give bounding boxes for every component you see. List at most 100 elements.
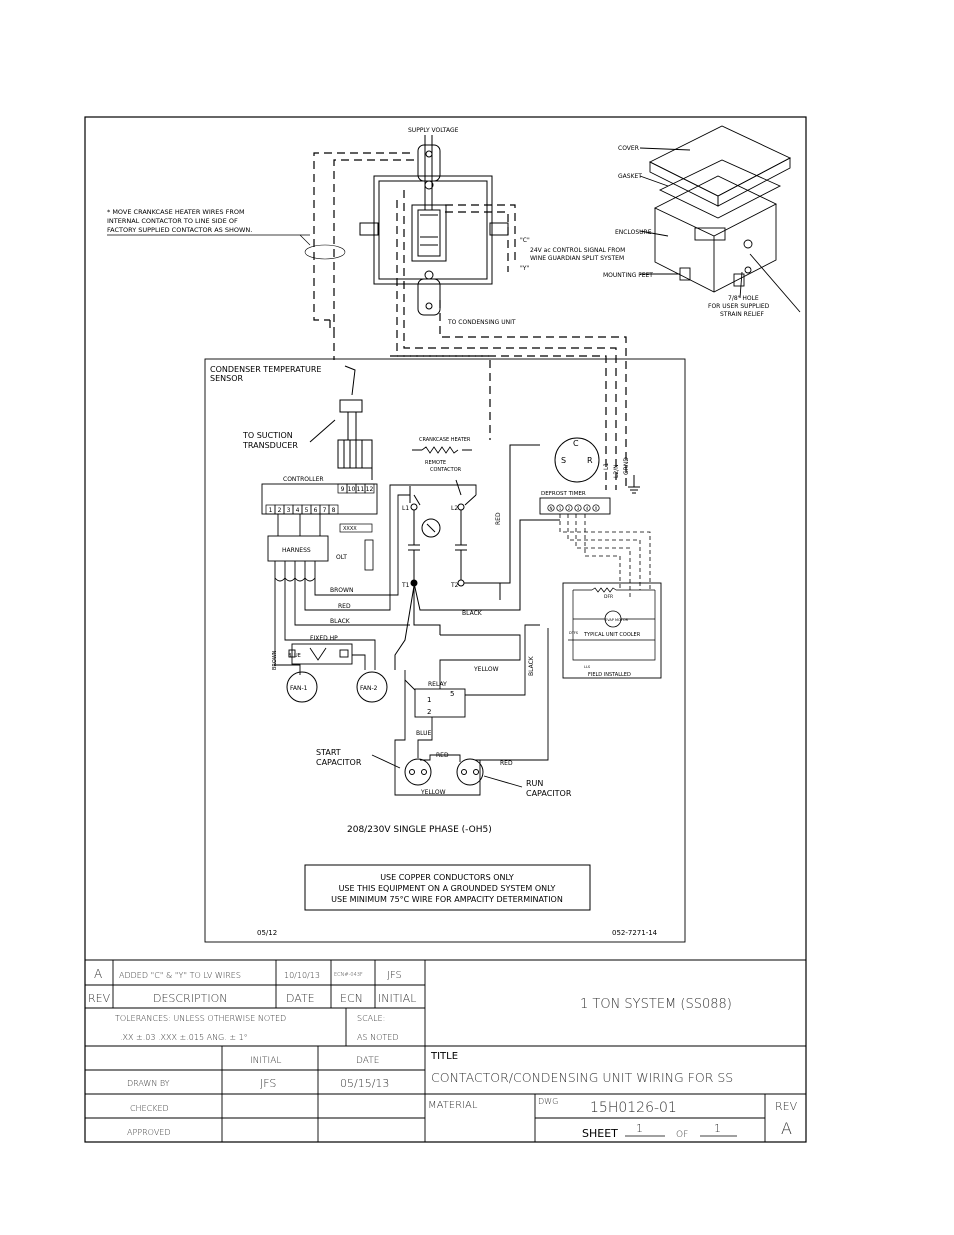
red-wire-label-4: RED [500,760,513,767]
start-capacitor [404,758,432,786]
contactor-schematic [394,444,560,670]
red-wire-label-2: RED [495,512,502,525]
supply-voltage-label: SUPPLY VOLTAGE [408,127,459,134]
terminal-label: 11 [357,486,365,493]
contactor-box [359,135,509,316]
gasket-label: GASKET [618,173,642,180]
sheet-label: SHEET [582,1127,618,1140]
black-wire-label-2: BLACK [462,610,483,617]
header-description: DESCRIPTION [153,992,227,1005]
dwg-number: 15H0126-01 [590,1100,677,1116]
fan-2-motor [356,671,388,703]
xxxx-terminal-block [339,523,373,533]
terminal-label: 3 [287,507,291,514]
suction-label-1: TO SUCTION [242,431,293,440]
of-label: OF [676,1130,688,1140]
timer-terminal-label: X [595,506,598,511]
start-capacitor-label-2: CAPACITOR [316,758,362,767]
sensor-label-2: SENSOR [210,374,243,383]
column-date: DATE [356,1056,379,1066]
warning-box [304,864,591,911]
ground-symbol [628,475,640,494]
timer-terminal [547,504,555,512]
run-capacitor [456,758,484,786]
red-wire-label-3: RED [436,752,449,759]
relay-label: RELAY [428,681,447,688]
relay-terminal-5: 5 [450,690,454,698]
blue-wire-label-2: BLUE [416,730,432,737]
y-signal-label: "Y" [520,265,529,272]
timer-terminal-label: 2 [568,506,571,511]
terminal-box [328,504,339,515]
ground-label: GRND [623,457,630,475]
run-cap-term-2 [473,769,479,775]
t1-label: T1 [401,582,410,589]
olt-xxxx-label: XXXX [343,526,357,532]
checked-label: CHECKED [130,1104,169,1113]
mounting-feet-label: MOUNTING FEET [603,272,653,279]
relay-block [414,688,466,718]
move-note-callout [304,244,346,260]
start-cap-term-2 [421,769,427,775]
yellow-wire-label-1: YELLOW [473,666,499,673]
timer-terminal [574,504,582,512]
terminal-label: 8 [332,507,336,514]
remote-contactor-2: CONTACTOR [430,467,462,473]
hole-label-3: STRAIN RELIEF [720,311,765,318]
controller-label: CONTROLLER [283,476,324,483]
schematic-frame [204,358,686,943]
l1-side-label: L1 [603,463,610,470]
part-number-label: 052-7271-14 [612,929,658,937]
dfr-heater [591,587,617,593]
fan-2-label: FAN-2 [360,685,378,692]
terminal-label: 7 [323,507,327,514]
terminal-label: 12 [366,486,374,493]
unit-cooler-wiring [568,589,656,661]
black-wire-label-1: BLACK [330,618,351,625]
enclosure-label: ENCLOSURE [615,229,652,236]
field-installed-label: FIELD INSTALLED [588,672,631,678]
start-cap-term-1 [409,769,415,775]
olt-device [364,539,374,571]
crankcase-heater-coil [421,446,459,454]
run-capacitor-label-1: RUN [526,779,543,788]
remote-contactor-1: REMOTE [425,460,446,466]
defrost-dashed-wiring [559,514,651,600]
terminal-label: 6 [314,507,318,514]
lls-label: LLS [584,665,591,669]
start-capacitor-label-1: START [316,748,341,757]
compressor-s-label: S [561,456,566,465]
move-note-line1: * MOVE CRANKCASE HEATER WIRES FROM [107,208,245,216]
header-ecn: ECN [340,992,363,1005]
timer-terminal [583,504,591,512]
enclosure-drawing [639,125,801,313]
drawn-by-initial: JFS [260,1077,276,1090]
blue-wire-label-1: BLUE [288,653,301,659]
tolerance-line-2: .XX ±.03 .XXX ±.015 ANG. ± 1° [120,1033,248,1042]
terminal-box [364,483,375,494]
fan-1-motor [286,671,318,703]
terminal-label: 5 [305,507,309,514]
olt-label: OLT [336,554,347,561]
terminal-label: 4 [296,507,300,514]
fixed-hp-label: FIXED HP [310,635,338,642]
approved-label: APPROVED [127,1128,171,1137]
transducer-plug [309,365,373,480]
brown-wire-label-1: BROWN [330,587,353,594]
scale-value: AS NOTED [357,1033,398,1042]
dashed-wiring [313,152,627,490]
drawing-title: CONTACTOR/CONDENSING UNIT WIRING FOR SS [431,1070,733,1085]
timer-terminal [592,504,600,512]
dwg-label: DWG [538,1097,558,1106]
terminal-label: 2 [278,507,282,514]
sensor-label-1: CONDENSER TEMPERATURE [210,365,321,374]
rev-description: ADDED "C" & "Y" TO LV WIRES [119,971,241,980]
rev-block-value: A [781,1119,792,1138]
tolerance-line-1: TOLERANCES: UNLESS OTHERWISE NOTED [115,1014,286,1023]
compressor-c-label: C [573,439,579,448]
terminal-label: 10 [348,486,356,493]
run-cap-term-1 [461,769,467,775]
move-note-line2: INTERNAL CONTACTOR TO LINE SIDE OF [107,217,238,225]
